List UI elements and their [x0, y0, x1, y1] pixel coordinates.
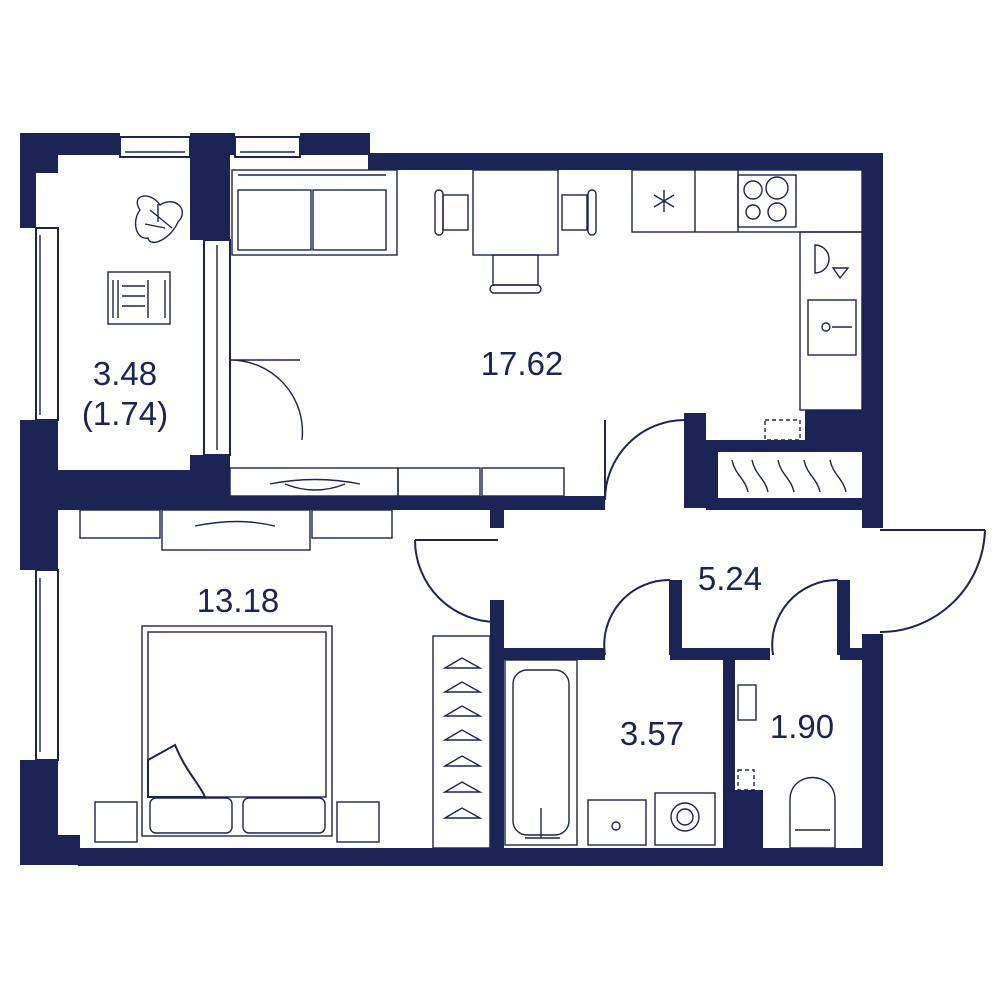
fridge-icon: [653, 190, 675, 212]
appliance-icon: [814, 244, 850, 280]
balcony-reduced-area-label: (1.74): [82, 395, 168, 432]
windows: [35, 136, 301, 761]
bedroom-area-label: 13.18: [197, 582, 280, 619]
toilet-area-label: 1.90: [770, 708, 834, 745]
doors: [229, 359, 986, 656]
bathroom-sink-icon: [587, 799, 647, 846]
wardrobe-icon: [731, 419, 847, 493]
bedroom-radiator: [79, 509, 393, 551]
bathroom-area-label: 3.57: [620, 715, 684, 752]
toilet-icon: [737, 684, 836, 849]
walls: [20, 133, 883, 866]
tv-unit: [229, 467, 399, 497]
balcony-area-label: 3.48: [93, 355, 157, 392]
radiator: [397, 467, 565, 497]
plant-icon: [134, 195, 184, 243]
dining-table-icon: [434, 169, 597, 294]
bed-icon: [94, 625, 380, 843]
washing-machine-icon: [654, 792, 716, 846]
closet-icon: [432, 635, 491, 849]
bathtub-icon: [504, 659, 578, 846]
stove-icon: [737, 174, 797, 228]
kitchen-sink-icon: [807, 299, 857, 356]
hall-area-label: 5.24: [698, 560, 762, 597]
sofa-icon: [231, 169, 398, 256]
living-kitchen-area-label: 17.62: [481, 345, 564, 382]
balcony-chair-icon: [107, 271, 171, 325]
kitchen-counter: [631, 169, 863, 411]
